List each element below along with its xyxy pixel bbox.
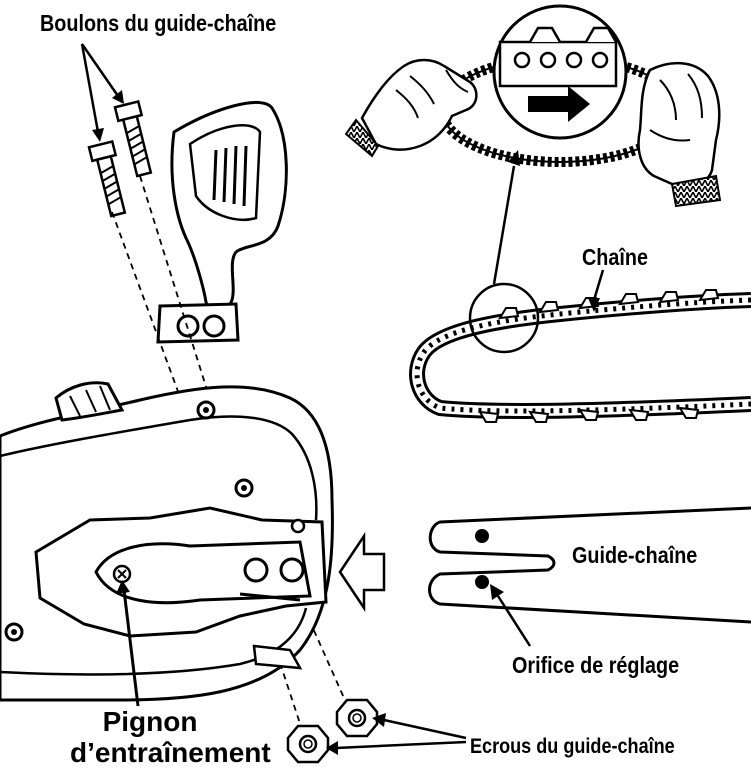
- bolts-label: Boulons du guide-chaîne: [40, 10, 277, 36]
- chain-label: Chaîne: [582, 244, 648, 270]
- left-glove: [344, 58, 478, 158]
- adjust-hole-icon: [475, 575, 489, 589]
- hands-holding-chain-illustration: [344, 4, 722, 208]
- bolt-2: [87, 139, 127, 218]
- bar-nuts: [286, 698, 467, 764]
- sprocket-label: Pignon d’entraînement: [70, 706, 271, 768]
- nuts-label: Ecrous du guide-chaîne: [470, 735, 675, 758]
- guide-bar-label: Guide-chaîne: [572, 542, 698, 568]
- guide-bar: [428, 506, 751, 647]
- bolt-1: [113, 99, 153, 178]
- sprocket-label-line1: Pignon: [102, 706, 198, 737]
- adjust-hole-label: Orifice de réglage: [512, 652, 680, 678]
- magnified-chain-detail: [492, 4, 628, 140]
- nut-1: [335, 698, 379, 738]
- sprocket-pointer: [116, 580, 140, 707]
- right-glove: [637, 61, 722, 208]
- bar-bolts: [80, 43, 153, 218]
- saw-chain-loop: [409, 150, 751, 423]
- sprocket-cover: [156, 100, 288, 344]
- saw-body: [0, 381, 334, 702]
- zoom-circle: [468, 282, 540, 354]
- nut-2: [286, 724, 330, 764]
- sprocket-label-line2: d’entraînement: [70, 737, 271, 768]
- insert-direction-arrow-icon: [338, 531, 386, 613]
- direction-arrow-icon: [528, 86, 590, 122]
